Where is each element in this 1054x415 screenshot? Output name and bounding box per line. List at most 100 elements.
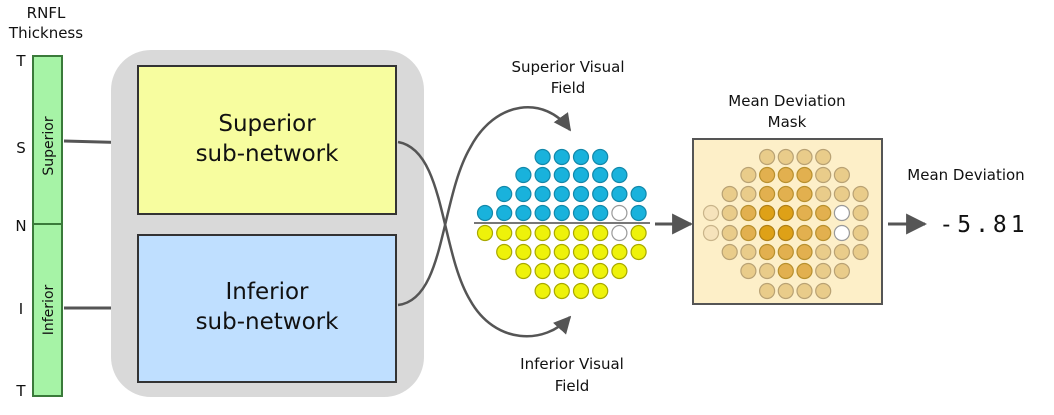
visual-field-dot [534, 148, 551, 166]
visual-field-dot [515, 224, 532, 242]
visual-field-dot [553, 204, 570, 222]
visual-field-dot [515, 185, 532, 203]
mask-dot [777, 224, 794, 242]
visual-field-dot [572, 148, 590, 166]
inferior-subnetwork-line1: Inferior [226, 279, 310, 305]
visual-field-dot [496, 185, 513, 203]
visual-field-dot [534, 166, 551, 184]
mask-dot [833, 166, 851, 184]
rnfl-tick-s: S [16, 139, 26, 157]
superior-field-label-line1: Superior Visual [511, 58, 624, 76]
mask-dot [758, 243, 776, 261]
rnfl-segment-inferior-label: Inferior [41, 285, 57, 336]
visual-field-dot [496, 204, 513, 222]
mask-dot [796, 204, 813, 222]
mask-dot [815, 262, 832, 280]
curve-inferior-to-superior-field [397, 106, 572, 307]
mask-dot [740, 224, 757, 242]
visual-field-dot [534, 243, 551, 261]
mask-dot [833, 243, 851, 261]
mask-dot [815, 166, 832, 184]
mask-dot [852, 185, 869, 203]
visual-field-dot [611, 166, 628, 184]
visual-field-dot [534, 262, 551, 280]
mask-dot [852, 243, 869, 261]
visual-field-dot [592, 243, 609, 261]
superior-subnetwork-box [137, 65, 397, 215]
mask-dot [777, 204, 794, 222]
visual-field-dot [630, 224, 647, 242]
visual-field-dot [553, 166, 570, 184]
mask-dot [740, 243, 757, 261]
mask-dot [815, 185, 832, 203]
visual-field-dot [572, 243, 590, 261]
mask-dot [833, 224, 851, 242]
visual-field-dot [515, 262, 532, 280]
mask-dot [777, 166, 794, 184]
mask-dot [815, 282, 832, 300]
mask-dot [852, 204, 869, 222]
mask-dot [702, 224, 720, 242]
mask-dot [833, 262, 851, 280]
visual-field-dot [592, 204, 609, 222]
visual-field-dot [496, 243, 513, 261]
mask-dot [758, 282, 776, 300]
visual-field-dot [611, 243, 628, 261]
mask-dot [796, 185, 813, 203]
mask-dot [702, 204, 720, 222]
visual-field-dot [496, 224, 513, 242]
mask-dot [796, 148, 813, 166]
visual-field-dot [553, 148, 570, 166]
rnfl-tick-i: I [19, 300, 23, 318]
visual-field-dot [534, 224, 551, 242]
mask-dot [796, 224, 813, 242]
rnfl-segment-superior-label: Superior [41, 116, 57, 175]
mask-dot [758, 185, 776, 203]
visual-field-dot [572, 282, 590, 300]
visual-field-dot [630, 185, 647, 203]
visual-field-dot [572, 185, 590, 203]
mask-dot [721, 204, 738, 222]
mask-dot [796, 262, 813, 280]
visual-field-dot [592, 224, 609, 242]
mask-dot [796, 243, 813, 261]
visual-field-grid [476, 148, 647, 300]
mask-dot [740, 204, 757, 222]
mask-grid [702, 148, 869, 300]
visual-field-dot [630, 204, 647, 222]
visual-field-dot [515, 243, 532, 261]
mask-dot [721, 243, 738, 261]
visual-field-dot [592, 166, 609, 184]
inferior-field-label-line2: Field [555, 377, 590, 395]
visual-field-dot [553, 185, 570, 203]
mask-dot [758, 262, 776, 280]
mask-dot [796, 166, 813, 184]
visual-field-dot [534, 185, 551, 203]
superior-subnetwork-line1: Superior [218, 111, 316, 137]
inferior-subnetwork-box [137, 234, 397, 383]
mask-dot [758, 148, 776, 166]
mask-dot [740, 185, 757, 203]
visual-field-dot [572, 224, 590, 242]
mask-title-line2: Mask [768, 113, 807, 131]
visual-field-dot [553, 243, 570, 261]
mask-dot [740, 262, 757, 280]
mask-dot [815, 204, 832, 222]
mask-dot [852, 224, 869, 242]
mask-dot [777, 262, 794, 280]
superior-field-label-line2: Field [551, 79, 586, 97]
visual-field-dot [611, 224, 628, 242]
mask-dot [758, 204, 776, 222]
superior-subnetwork-line2: sub-network [196, 141, 340, 167]
rnfl-title-line1: RNFL [27, 4, 66, 22]
output-title: Mean Deviation [907, 166, 1024, 184]
mask-dot [721, 224, 738, 242]
visual-field-dot [515, 166, 532, 184]
mask-dot [758, 224, 776, 242]
mask-dot [777, 282, 794, 300]
mask-dot [777, 185, 794, 203]
visual-field-dot [553, 224, 570, 242]
visual-field-dot [592, 262, 609, 280]
visual-field-dot [572, 262, 590, 280]
